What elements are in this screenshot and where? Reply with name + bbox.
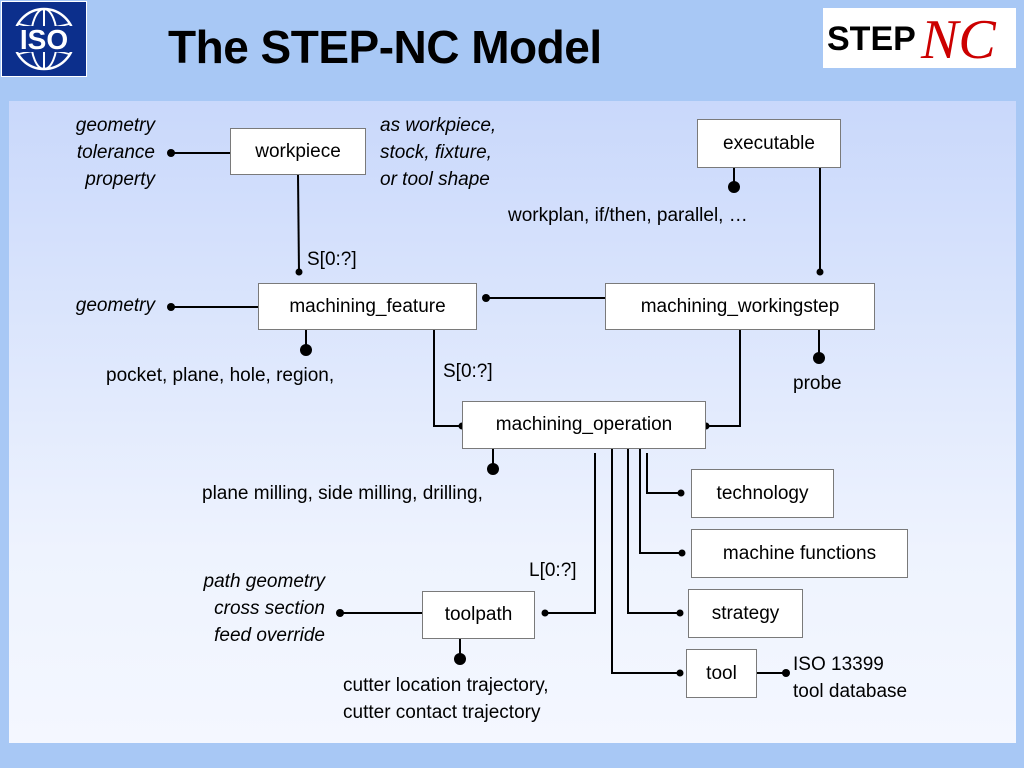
stepnc-logo-nc: NC xyxy=(920,9,996,68)
tool-reference: ISO 13399 tool database xyxy=(793,651,907,705)
toolpath-cardinality: L[0:?] xyxy=(529,560,577,581)
annotation-line: or tool shape xyxy=(380,169,490,190)
entity-technology: technology xyxy=(691,469,834,518)
annotation-line: feed override xyxy=(214,625,325,646)
workpiece-attributes: geometry tolerance property xyxy=(76,112,155,193)
toolpath-subtypes: cutter location trajectory, cutter conta… xyxy=(343,672,549,726)
entity-executable: executable xyxy=(697,119,841,168)
executable-subtypes: workplan, if/then, parallel, … xyxy=(508,205,748,226)
feature-subtypes: pocket, plane, hole, region, xyxy=(106,365,335,386)
iso-logo-text: ISO xyxy=(20,24,68,55)
feature-geometry: geometry xyxy=(75,295,155,316)
annotation-line: geometry xyxy=(75,115,155,136)
stepnc-logo: STEP NC xyxy=(823,8,1016,71)
entity-machining-operation: machining_operation xyxy=(462,401,706,449)
toolpath-attributes: path geometry cross section feed overrid… xyxy=(204,568,325,649)
annotation-line: stock, fixture, xyxy=(380,142,492,163)
entity-machining-feature: machining_feature xyxy=(258,283,477,330)
annotation-line: cutter location trajectory, xyxy=(343,675,549,696)
workpiece-feature-cardinality: S[0:?] xyxy=(307,249,357,270)
entity-tool: tool xyxy=(686,649,757,698)
operation-subtypes: plane milling, side milling, drilling, xyxy=(202,483,483,504)
workpiece-shape-note: as workpiece, stock, fixture, or tool sh… xyxy=(380,112,496,193)
annotation-line: ISO 13399 xyxy=(793,654,884,675)
annotation-line: property xyxy=(85,169,155,190)
entity-machine-functions: machine functions xyxy=(691,529,908,578)
workingstep-probe: probe xyxy=(793,373,842,394)
annotation-line: tool database xyxy=(793,681,908,702)
stepnc-logo-step: STEP xyxy=(827,20,916,58)
annotation-line: tolerance xyxy=(76,142,155,163)
feature-operation-cardinality: S[0:?] xyxy=(443,361,493,382)
annotation-line: cutter contact trajectory xyxy=(343,702,541,723)
entity-machining-workingstep: machining_workingstep xyxy=(605,283,875,330)
iso-logo: ISO xyxy=(1,1,87,77)
annotation-line: as workpiece, xyxy=(380,115,497,136)
entity-workpiece: workpiece xyxy=(230,128,366,175)
entity-strategy: strategy xyxy=(688,589,803,638)
entity-toolpath: toolpath xyxy=(422,591,535,639)
annotation-line: cross section xyxy=(214,598,325,619)
annotation-line: path geometry xyxy=(203,571,325,592)
page-title: The STEP-NC Model xyxy=(168,21,602,73)
